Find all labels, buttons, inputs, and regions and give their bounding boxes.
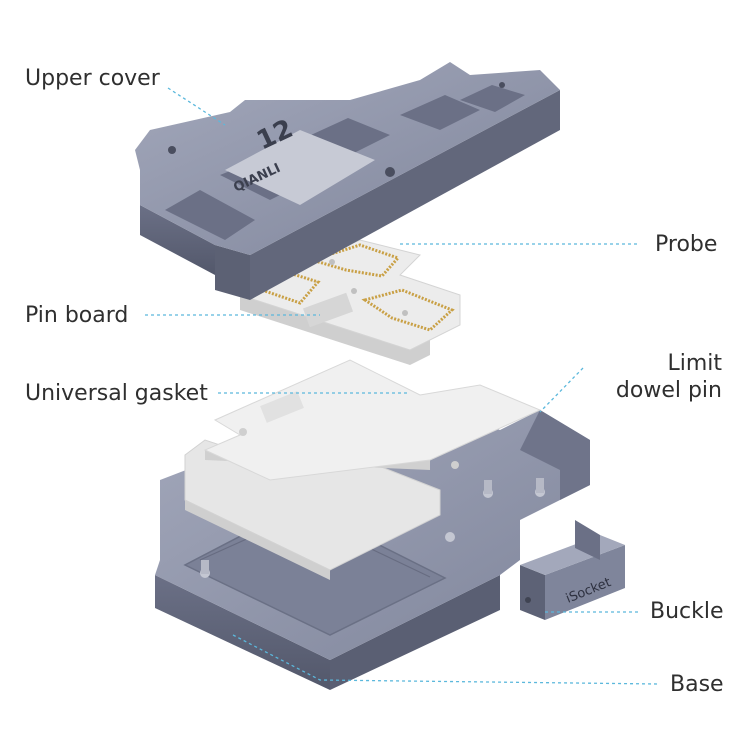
base-dowel-2 <box>445 532 455 542</box>
base-side-right <box>330 575 500 690</box>
label-pin-board: Pin board <box>25 303 129 328</box>
pin-board-side <box>240 295 430 365</box>
gasket-lower-edge <box>185 500 330 580</box>
label-upper-cover: Upper cover <box>25 66 160 91</box>
probe-array-2 <box>306 243 401 278</box>
buckle-front <box>545 545 625 620</box>
buckle-side <box>520 565 545 620</box>
cover-window-5 <box>460 85 525 112</box>
universal-gasket-part <box>184 359 542 580</box>
leader-limit-dowel-pin <box>539 367 584 413</box>
label-universal-gasket: Universal gasket <box>25 381 208 406</box>
label-limit-line1: Limit <box>667 351 722 376</box>
cover-side-bottom <box>215 245 250 300</box>
cover-window-4 <box>400 95 480 130</box>
pin-board-block <box>302 292 354 328</box>
label-limit-dowel-pin: Limit dowel pin <box>616 350 722 404</box>
label-probe: Probe <box>655 232 718 257</box>
probe-array-3 <box>361 288 455 332</box>
cover-label-plate <box>225 130 375 205</box>
label-base: Base <box>670 672 724 697</box>
label-limit-line2: dowel pin <box>615 378 722 403</box>
gasket-upper <box>203 359 542 481</box>
base-rail-right <box>520 410 590 500</box>
leader-upper-cover <box>167 87 226 126</box>
leader-lines <box>145 87 659 685</box>
buckle-part: iSocket <box>520 520 625 620</box>
cover-window-1 <box>165 190 255 240</box>
cover-side-right <box>250 90 560 300</box>
buckle-hook <box>575 520 600 560</box>
base-side-front <box>155 575 330 690</box>
upper-cover-part: 12 QIANLI <box>135 62 560 300</box>
label-buckle: Buckle <box>650 599 724 624</box>
cover-side-front <box>140 205 215 275</box>
leader-base <box>232 634 659 685</box>
